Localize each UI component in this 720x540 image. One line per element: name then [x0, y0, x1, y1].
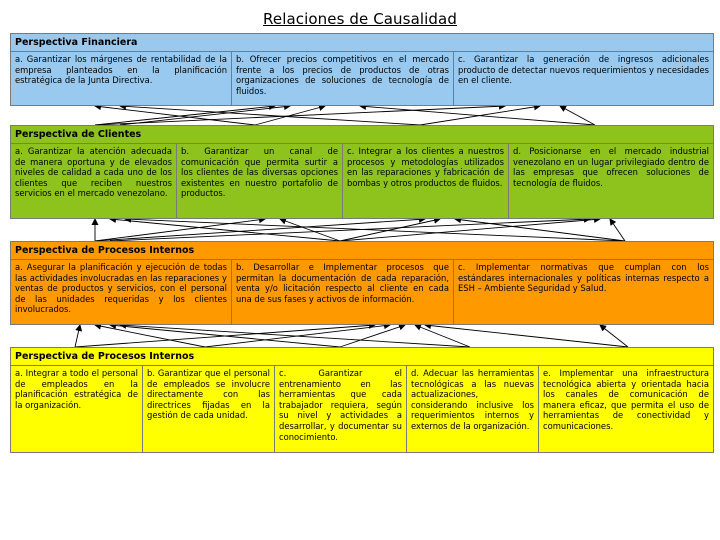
- band-aprendizaje: Perspectiva de Procesos Internos a. Inte…: [10, 347, 714, 453]
- arrow: [204, 322, 391, 348]
- arrow: [74, 321, 376, 348]
- arrow: [74, 324, 83, 348]
- arrow: [559, 105, 596, 126]
- arrow: [359, 102, 596, 126]
- arrow: [414, 323, 471, 348]
- arrow: [339, 323, 406, 348]
- arrow: [119, 103, 291, 126]
- arrow: [339, 216, 441, 242]
- band-header: Perspectiva de Procesos Internos: [11, 348, 713, 366]
- objective-cell: c. Garantizar el entrenamiento en las he…: [275, 366, 407, 452]
- objective-cell: e. Implementar una infraestructura tecno…: [543, 368, 709, 431]
- arrow: [94, 102, 506, 126]
- objective-cell: a. Integrar a todo el personal de emplea…: [11, 366, 143, 452]
- objective-cell: b. Garantizar un canal de comunicación q…: [177, 144, 343, 218]
- arrow: [94, 103, 276, 126]
- arrow: [339, 216, 601, 242]
- arrow: [124, 215, 626, 242]
- arrow: [599, 324, 629, 348]
- arrow: [109, 215, 591, 242]
- arrow: [94, 103, 256, 126]
- objective-cell: b. Ofrecer precios competitivos en el me…: [232, 52, 454, 105]
- objective-cell: b. Garantizar que el personal de emplead…: [143, 366, 275, 452]
- arrow: [609, 218, 626, 242]
- objective-cell: a. Garantizar la atención adecuada de ma…: [11, 144, 177, 218]
- band-procesos-internos: Perspectiva de Procesos Internos a. Aseg…: [10, 241, 714, 325]
- objective-cell: d. Posicionarse en el mercado industrial…: [513, 146, 709, 188]
- arrow: [279, 217, 341, 242]
- arrow: [119, 321, 471, 348]
- arrow: [119, 102, 421, 126]
- arrow: [94, 216, 266, 242]
- arrow: [94, 322, 206, 348]
- arrow: [419, 103, 541, 126]
- objective-cell: a. Garantizar los márgenes de rentabilid…: [11, 52, 232, 105]
- objective-cell: a. Asegurar la planificación y ejecución…: [11, 260, 232, 324]
- objective-cell: b. Desarrollar e Implementar procesos qu…: [232, 260, 454, 324]
- objective-cell: c. Implementar normativas que cumplan co…: [458, 262, 709, 294]
- arrow: [424, 322, 629, 348]
- arrow: [109, 322, 341, 348]
- arrow: [254, 104, 326, 126]
- objective-cell: c. Garantizar la generación de ingresos …: [458, 54, 709, 86]
- objective-cell: c. Integrar a los clientes a nuestros pr…: [343, 144, 509, 218]
- page-title: Relaciones de Causalidad: [263, 10, 457, 28]
- band-clientes: Perspectiva de Clientes a. Garantizar la…: [10, 125, 714, 219]
- band-header: Perspectiva de Clientes: [11, 126, 713, 144]
- band-header: Perspectiva Financiera: [11, 34, 713, 52]
- band-financiera: Perspectiva Financiera a. Garantizar los…: [10, 33, 714, 106]
- objective-cell: d. Adecuar las herramientas tecnológicas…: [407, 366, 539, 452]
- arrow: [94, 215, 426, 242]
- band-header: Perspectiva de Procesos Internos: [11, 242, 713, 260]
- arrow: [109, 216, 341, 242]
- arrow: [454, 216, 626, 242]
